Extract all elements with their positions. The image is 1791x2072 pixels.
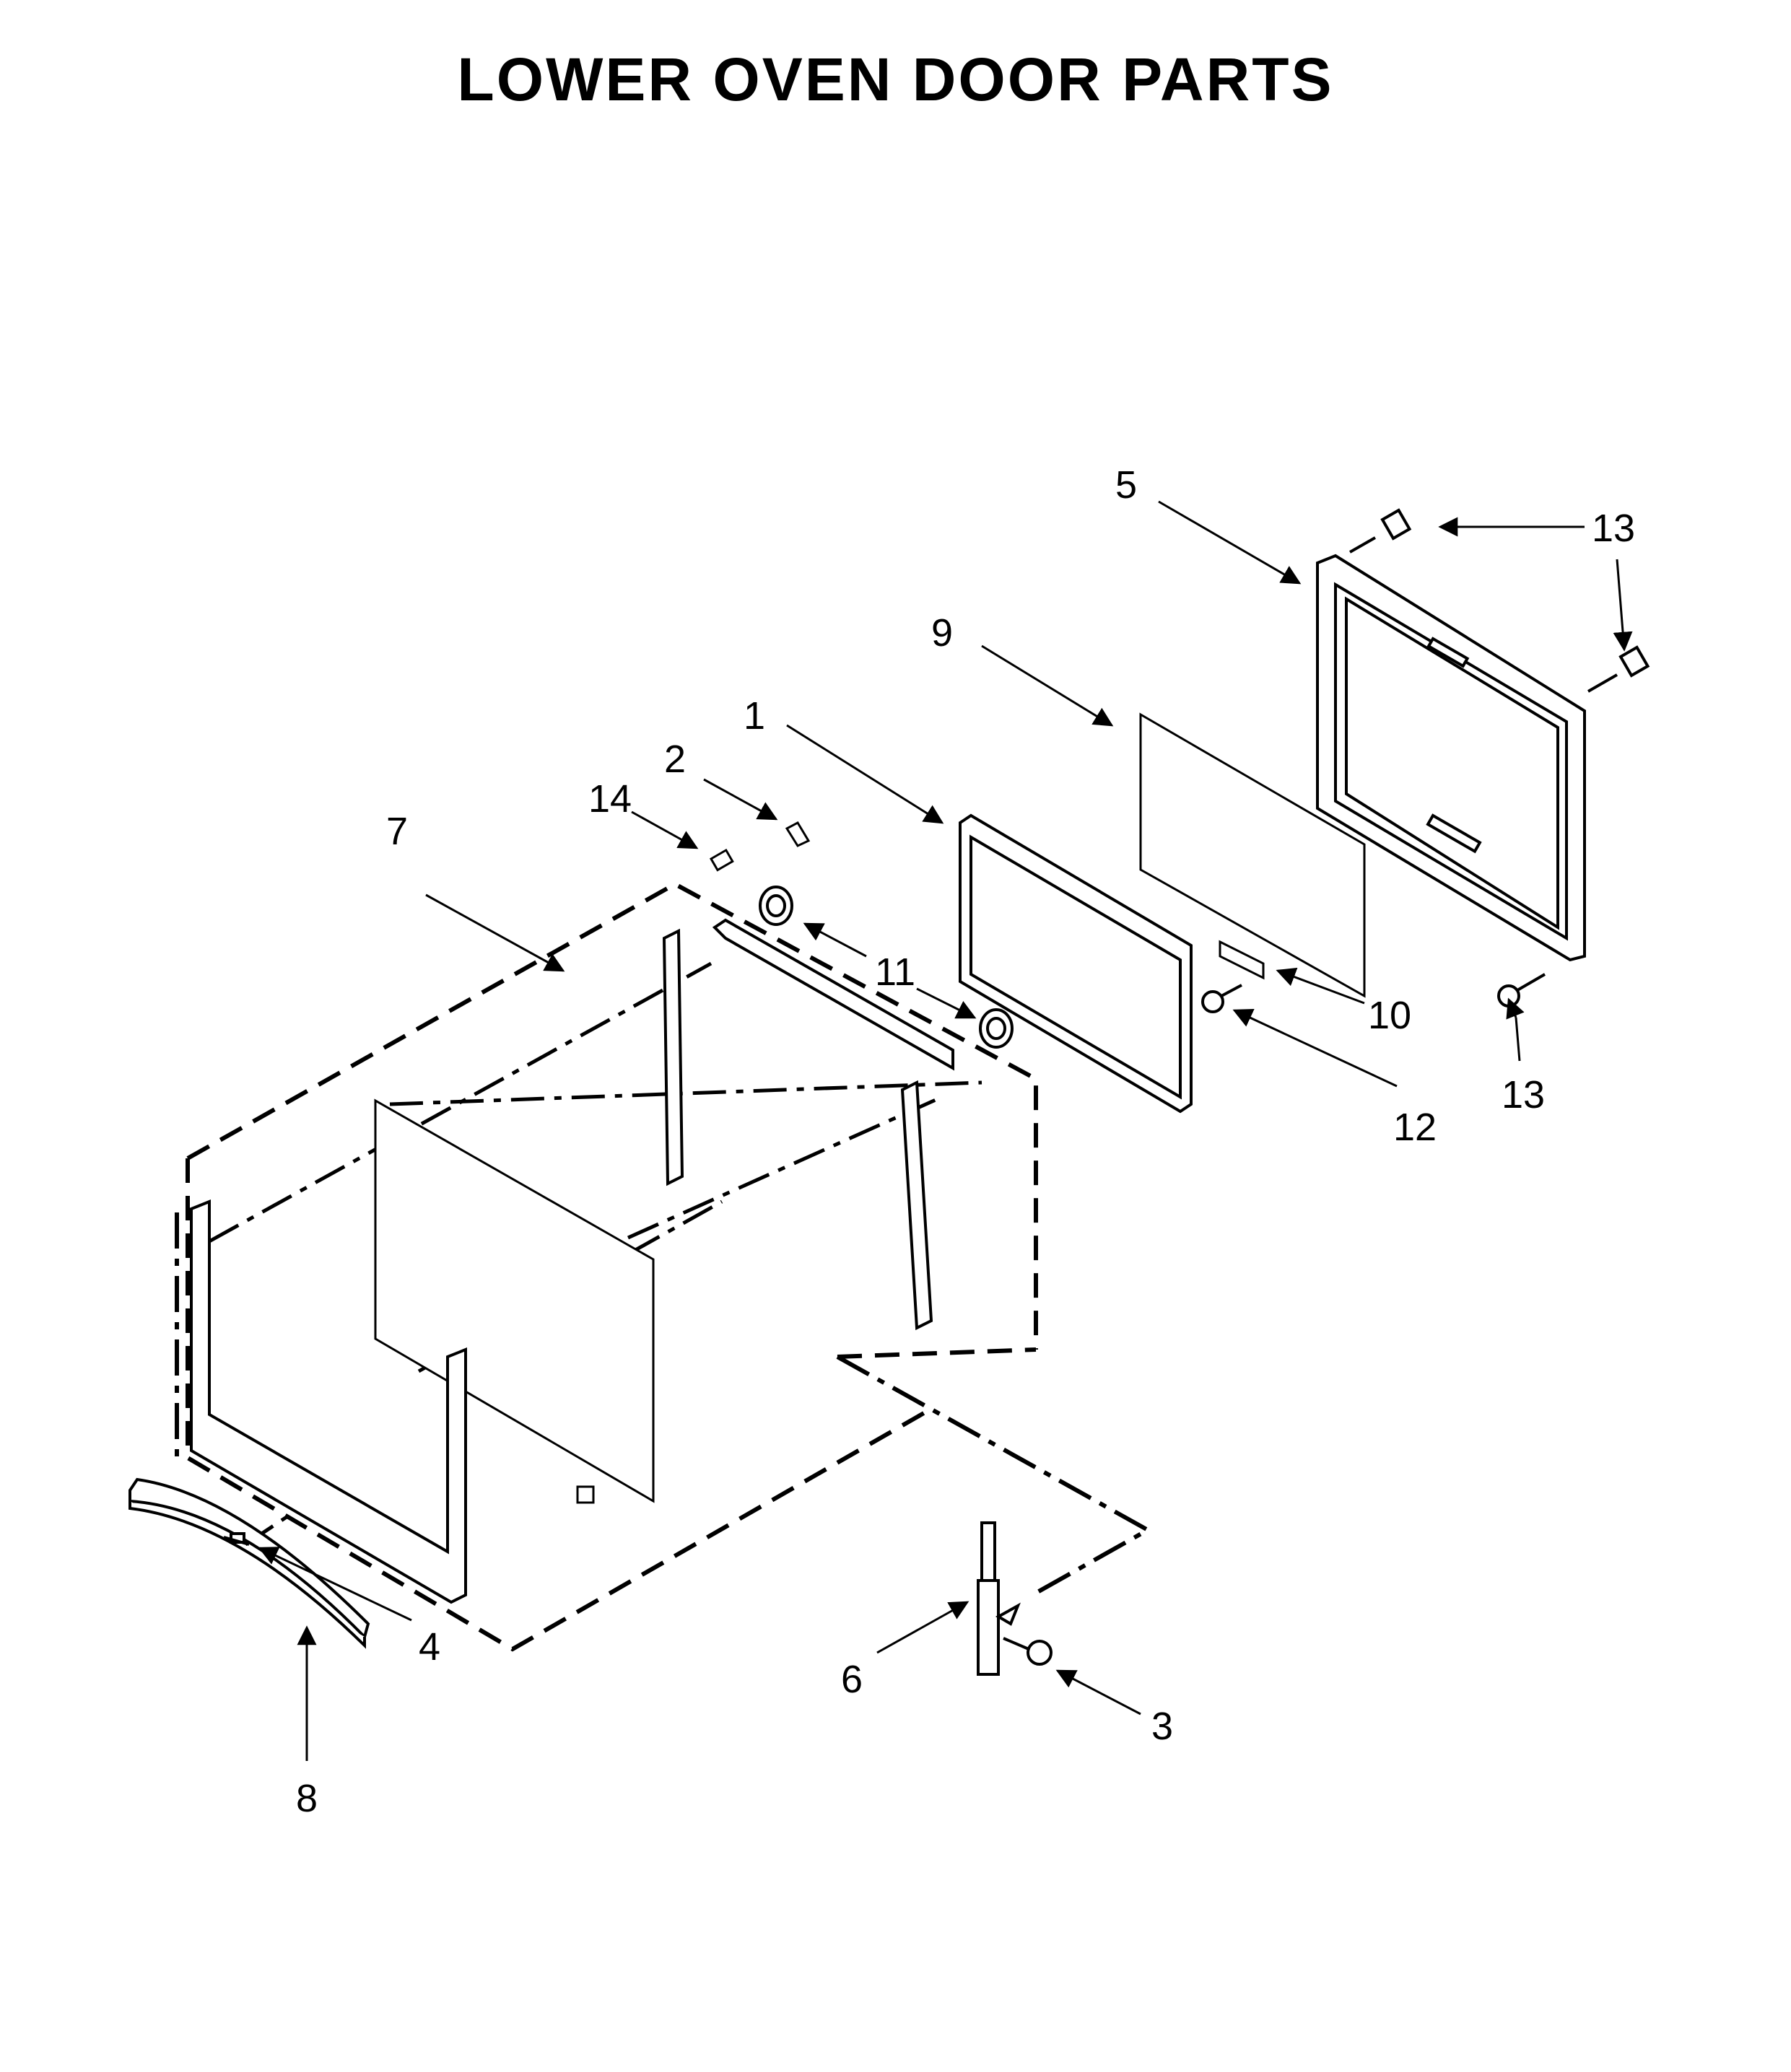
callout-4: 4	[419, 1625, 440, 1669]
hinge-part-6	[977, 1521, 1021, 1676]
glass-pack-frame-part-1	[959, 813, 1193, 1114]
screw-part-13-a	[1349, 508, 1412, 554]
callout-14: 14	[588, 777, 632, 821]
hinge-assembly-outline	[175, 1212, 1153, 1597]
bumper-part-11-b	[979, 1008, 1014, 1049]
clip-part-10	[1219, 940, 1265, 980]
door-assembly-outline	[186, 881, 1038, 1652]
callout-13-b: 13	[1502, 1073, 1545, 1116]
callout-11: 11	[875, 950, 915, 994]
glass-part-9	[1139, 712, 1366, 998]
screw-part-13-c	[1497, 973, 1546, 1007]
leader-lines	[258, 500, 1633, 1761]
door-side-rails	[662, 918, 954, 1331]
callout-13-a: 13	[1592, 507, 1635, 550]
callout-9: 9	[931, 611, 953, 655]
callout-7: 7	[386, 810, 408, 853]
callout-labels: 1 2 3 4 5 6 7 8 9 10 11 12 13 13 14	[296, 463, 1635, 1820]
page-title: LOWER OVEN DOOR PARTS	[457, 45, 1334, 113]
bumper-part-11-a	[759, 886, 793, 926]
clip-part-14	[709, 848, 734, 872]
handle-screw-part-4	[223, 1532, 250, 1546]
clip-part-2	[785, 821, 811, 847]
inner-door-frame-part-5	[1316, 554, 1586, 962]
callout-1: 1	[744, 694, 765, 738]
screw-part-3	[1003, 1637, 1053, 1666]
callout-5: 5	[1115, 463, 1137, 507]
screw-part-12	[1201, 984, 1242, 1013]
callout-12: 12	[1393, 1106, 1437, 1149]
callout-2: 2	[664, 738, 686, 781]
callout-10: 10	[1368, 994, 1411, 1037]
glass-clip	[576, 1485, 595, 1504]
callout-3: 3	[1151, 1705, 1173, 1748]
door-handle-part-8	[128, 1477, 370, 1649]
door-glass-pane	[374, 1098, 655, 1503]
callout-6: 6	[841, 1658, 863, 1701]
screw-part-13-b	[1587, 645, 1650, 693]
outer-door-panel	[190, 1199, 467, 1604]
callout-8: 8	[296, 1777, 318, 1820]
